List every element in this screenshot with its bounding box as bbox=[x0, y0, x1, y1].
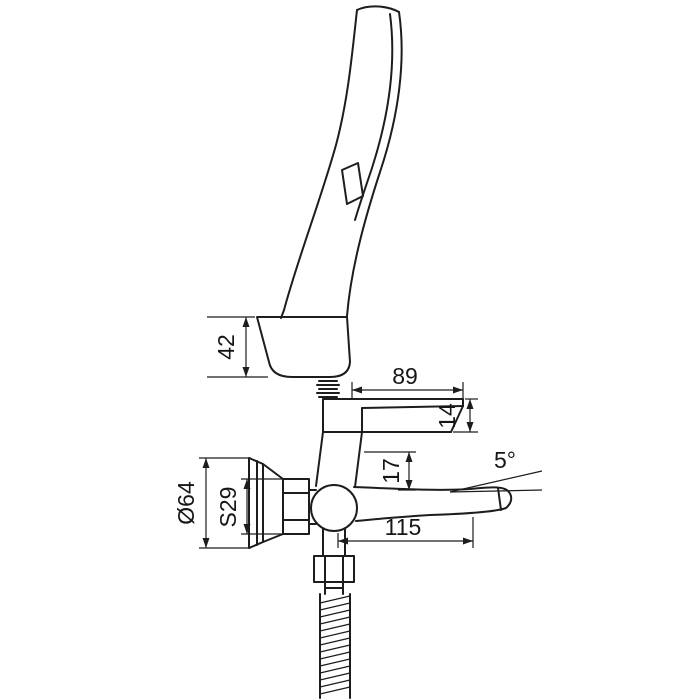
flange-cone-top bbox=[262, 463, 284, 480]
spout-outline bbox=[353, 486, 513, 522]
housing-front-slant bbox=[450, 405, 464, 433]
dimension-17-label: 17 bbox=[378, 458, 404, 484]
hand-shower-handle-cup bbox=[256, 316, 351, 378]
hose-nut bbox=[313, 555, 355, 583]
union-nut bbox=[282, 478, 310, 535]
dimension-115: 115 bbox=[337, 514, 474, 548]
flange-cone-bottom bbox=[262, 533, 284, 543]
dimension-s29: S29 bbox=[215, 478, 286, 535]
flexible-hose bbox=[319, 593, 351, 699]
dimension-42-label: 42 bbox=[213, 334, 239, 360]
hand-shower-face-line bbox=[354, 13, 394, 221]
body-neck-left bbox=[315, 431, 324, 487]
hand-shower-button bbox=[341, 162, 364, 205]
dimension-42: 42 bbox=[207, 316, 268, 378]
dimension-5deg-label: 5° bbox=[494, 447, 516, 473]
body-neck-right bbox=[354, 431, 363, 488]
hand-shower-thread bbox=[316, 380, 340, 398]
dimension-89-label: 89 bbox=[392, 363, 418, 389]
dimension-d64-label: Ø64 bbox=[173, 481, 199, 525]
dimension-d64: Ø64 bbox=[173, 457, 251, 549]
dimension-89: 89 bbox=[351, 363, 464, 398]
hand-shower-right-edge bbox=[346, 11, 403, 317]
mixer-body bbox=[310, 398, 513, 532]
dimension-14-label: 14 bbox=[434, 403, 460, 429]
dimension-5deg: 5° bbox=[449, 447, 543, 493]
valve-ball bbox=[310, 484, 358, 532]
hose-corrugation bbox=[319, 595, 351, 695]
dimension-s29-label: S29 bbox=[215, 487, 241, 528]
hose-assembly bbox=[313, 528, 355, 699]
dimension-14: 14 bbox=[434, 398, 478, 433]
hand-shower bbox=[256, 5, 403, 398]
spout-aerator-line bbox=[497, 487, 502, 511]
lever-under-line bbox=[361, 405, 464, 409]
hand-shower-left-edge bbox=[280, 9, 358, 319]
dimension-17: 17 bbox=[364, 451, 416, 491]
dimension-115-label: 115 bbox=[385, 514, 422, 540]
hand-shower-top-edge bbox=[356, 5, 400, 13]
